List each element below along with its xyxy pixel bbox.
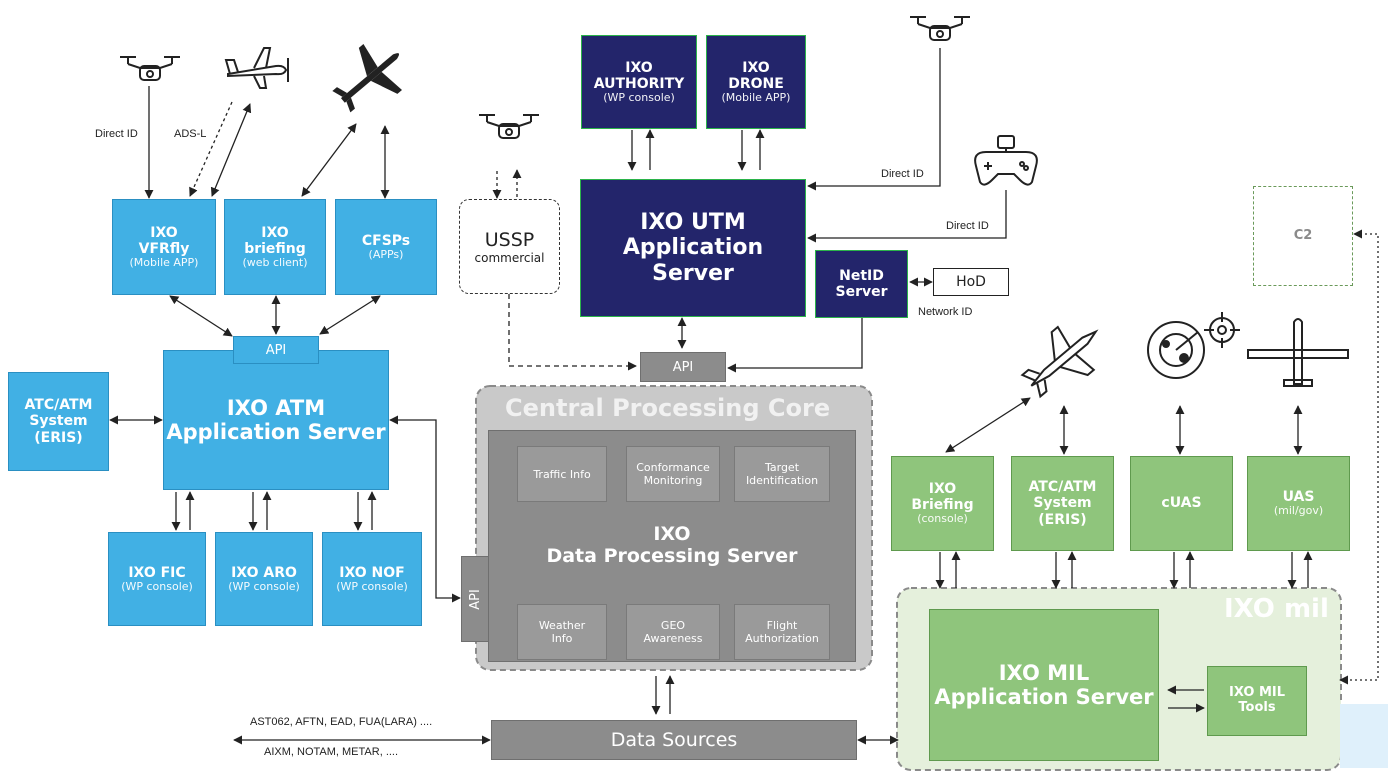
traffic-info-module[interactable]: Traffic Info — [517, 446, 607, 502]
ixo-fic-title: IXO FIC — [128, 564, 186, 581]
c2-title: C2 — [1293, 227, 1313, 243]
geo-awareness-module[interactable]: GEO Awareness — [626, 604, 720, 660]
uas-box[interactable]: UAS (mil/gov) — [1247, 456, 1350, 551]
atc-atm-system-box[interactable]: ATC/ATM System (ERIS) — [8, 372, 109, 471]
crosshair-icon — [1204, 312, 1240, 348]
mil-region-title: IXO mil — [1224, 594, 1329, 624]
atc-atm-system-title: ATC/ATM System (ERIS) — [24, 397, 93, 446]
target-identification-module[interactable]: Target Identification — [734, 446, 830, 502]
target-identification-label: Target Identification — [745, 461, 819, 487]
fighter-jet-icon — [1020, 325, 1099, 399]
core-side-api-label: API — [467, 588, 483, 610]
drone-icon — [120, 56, 180, 81]
prop-plane-icon — [224, 47, 289, 89]
gamepad-icon — [974, 135, 1038, 186]
ixo-briefing-mil-sub: (console) — [917, 512, 968, 526]
cfsps-box[interactable]: CFSPs (APPs) — [335, 199, 437, 295]
c2-box[interactable]: C2 — [1253, 186, 1353, 286]
atm-api-label: API — [265, 342, 287, 358]
cuas-title: cUAS — [1161, 495, 1202, 512]
label-direct-id-drone: Direct ID — [881, 168, 924, 180]
data-sources-line-2: AIXM, NOTAM, METAR, .... — [264, 746, 399, 758]
uas-sub: (mil/gov) — [1273, 504, 1324, 518]
core-side-api-box[interactable]: API — [461, 556, 489, 642]
ixo-vfrfly-box[interactable]: IXO VFRfly (Mobile APP) — [112, 199, 216, 295]
ixo-aro-sub: (WP console) — [228, 579, 300, 593]
label-ads-l: ADS-L — [174, 128, 207, 140]
flight-authorization-module[interactable]: Flight Authorization — [734, 604, 830, 660]
atc-atm-system-mil-title: ATC/ATM System (ERIS) — [1028, 479, 1097, 528]
ixo-briefing-mil-box[interactable]: IXO Briefing (console) — [891, 456, 994, 551]
cfsps-sub: (APPs) — [368, 247, 404, 261]
uas-title: UAS — [1282, 489, 1315, 506]
ixo-drone-sub: (Mobile APP) — [721, 90, 791, 104]
ixo-fic-sub: (WP console) — [121, 579, 193, 593]
ixo-authority-sub: (WP console) — [603, 90, 675, 104]
light-blue-strip — [1340, 704, 1388, 768]
conformance-monitoring-label: Conformance Monitoring — [636, 461, 710, 487]
ixo-briefing-title: IXO briefing — [244, 224, 306, 257]
atm-server-box[interactable]: IXO ATM Application Server — [163, 350, 389, 490]
hod-title: HoD — [956, 274, 986, 290]
mil-tools-title: IXO MIL Tools — [1228, 685, 1286, 715]
data-processing-server-title: IXO Data Processing Server — [546, 523, 798, 567]
ixo-authority-title: IXO AUTHORITY — [593, 59, 685, 92]
ussp-title: USSP — [484, 228, 535, 251]
weather-info-module[interactable]: Weather Info — [517, 604, 607, 660]
data-sources-line-1: AST062, AFTN, EAD, FUA(LARA) .... — [250, 716, 433, 728]
drone-icon — [479, 114, 539, 139]
netid-server-title: NetID Server — [835, 267, 888, 300]
ixo-drone-box[interactable]: IXO DRONE (Mobile APP) — [706, 35, 806, 129]
core-region-title: Central Processing Core — [505, 394, 831, 422]
core-top-api-box[interactable]: API — [640, 352, 726, 382]
ixo-nof-box[interactable]: IXO NOF (WP console) — [322, 532, 422, 626]
ussp-box[interactable]: USSP commercial — [459, 199, 560, 294]
mil-server-title: IXO MIL Application Server — [934, 660, 1154, 709]
data-sources-title: Data Sources — [610, 729, 738, 751]
cfsps-title: CFSPs — [361, 232, 411, 249]
drone-icon — [910, 16, 970, 41]
cuas-box[interactable]: cUAS — [1130, 456, 1233, 551]
core-top-api-label: API — [672, 359, 694, 375]
ussp-sub: commercial — [474, 250, 545, 265]
traffic-info-label: Traffic Info — [533, 467, 591, 481]
ixo-aro-box[interactable]: IXO ARO (WP console) — [215, 532, 313, 626]
data-sources-box[interactable]: Data Sources — [491, 720, 857, 760]
mil-tools-box[interactable]: IXO MIL Tools — [1207, 666, 1307, 736]
uas-icon — [1247, 318, 1349, 387]
ixo-fic-box[interactable]: IXO FIC (WP console) — [108, 532, 206, 626]
ixo-vfrfly-title: IXO VFRfly — [138, 224, 190, 257]
netid-server-box[interactable]: NetID Server — [815, 250, 908, 318]
ixo-drone-title: IXO DRONE — [728, 59, 784, 92]
atm-server-title: IXO ATM Application Server — [166, 395, 386, 444]
airliner-icon — [332, 44, 403, 113]
label-network-id: Network ID — [918, 306, 973, 318]
conformance-monitoring-module[interactable]: Conformance Monitoring — [626, 446, 720, 502]
ixo-aro-title: IXO ARO — [231, 564, 297, 581]
label-direct-id-atm: Direct ID — [95, 128, 138, 140]
ixo-briefing-sub: (web client) — [242, 255, 308, 269]
ixo-briefing-box[interactable]: IXO briefing (web client) — [224, 199, 326, 295]
ixo-nof-title: IXO NOF — [339, 564, 405, 581]
atc-atm-system-mil-box[interactable]: ATC/ATM System (ERIS) — [1011, 456, 1114, 551]
ixo-nof-sub: (WP console) — [336, 579, 408, 593]
hod-box[interactable]: HoD — [933, 268, 1009, 296]
weather-info-label: Weather Info — [538, 619, 586, 645]
radar-icon — [1147, 321, 1205, 379]
ixo-vfrfly-sub: (Mobile APP) — [129, 255, 199, 269]
utm-server-box[interactable]: IXO UTM Application Server — [580, 179, 806, 317]
mil-server-box[interactable]: IXO MIL Application Server — [929, 609, 1159, 761]
atm-api-box[interactable]: API — [233, 336, 319, 364]
utm-server-title: IXO UTM Application Server — [622, 210, 764, 286]
label-direct-id-gamepad: Direct ID — [946, 220, 989, 232]
flight-authorization-label: Flight Authorization — [745, 619, 819, 645]
ixo-authority-box[interactable]: IXO AUTHORITY (WP console) — [581, 35, 697, 129]
geo-awareness-label: GEO Awareness — [643, 619, 703, 645]
ixo-briefing-mil-title: IXO Briefing — [911, 481, 974, 514]
